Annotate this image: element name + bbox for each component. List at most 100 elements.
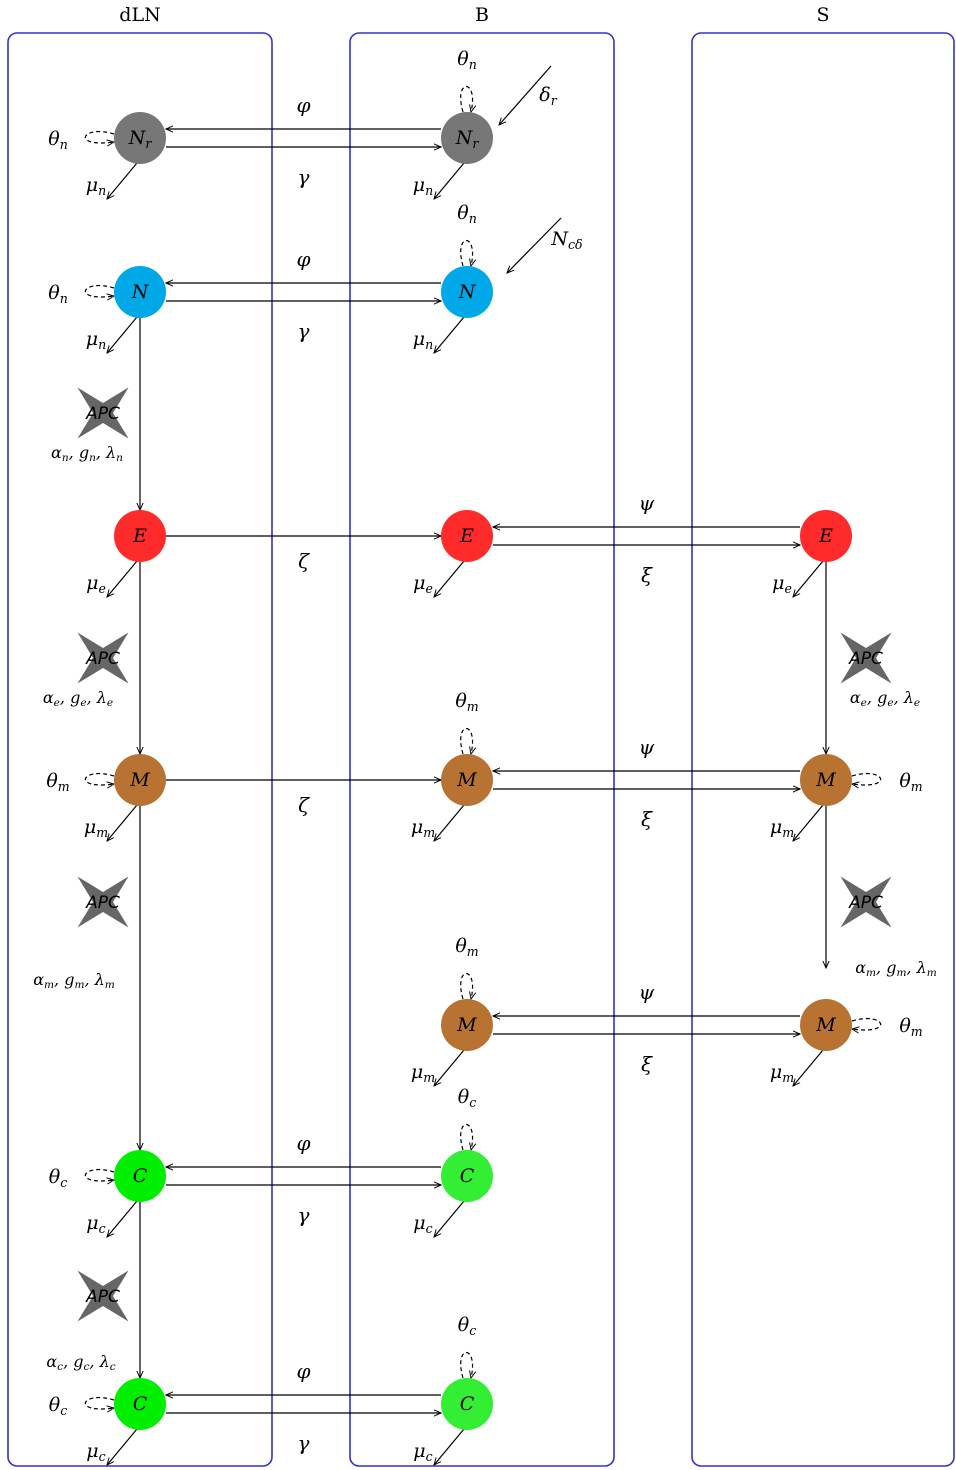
death-arrow-b-e (434, 560, 465, 597)
death-rate-label: μc (413, 1440, 432, 1464)
proliferation-rate-label: θc (458, 1314, 476, 1338)
cell-node-circle (800, 510, 852, 562)
death-rate-label: μe (772, 572, 792, 596)
apc-star-dln-m: APC (77, 876, 129, 928)
cell-node-label: C (460, 1165, 475, 1187)
compartment-frame-s (691, 32, 955, 1467)
death-rate-label: μe (86, 572, 106, 596)
cell-node-circle (800, 754, 852, 806)
proliferation-rate-label: θc (49, 1394, 67, 1418)
compartment-title-dln: dLN (119, 4, 160, 26)
cell-node-dln-m: M (114, 754, 166, 806)
apc-star-dln-n: APC (77, 387, 129, 439)
cell-node-dln-n: N (114, 266, 166, 318)
cell-node-dln-e: E (114, 510, 166, 562)
cell-node-label: Nr (455, 127, 480, 151)
cell-node-s-e: E (800, 510, 852, 562)
death-arrow-dln-c1 (107, 1200, 138, 1237)
rate-label-psi: ψ (639, 735, 655, 759)
cell-node-circle (114, 112, 166, 164)
proliferation-loop-b-nr (460, 85, 473, 113)
rate-label-gamma: γ (298, 319, 310, 343)
death-arrow-dln-n (107, 316, 138, 353)
proliferation-loop-b-c2 (460, 1351, 473, 1379)
cell-node-dln-c1: C (114, 1150, 166, 1202)
proliferation-loop-dln-c1 (84, 1168, 114, 1181)
cell-node-label: M (129, 769, 150, 791)
proliferation-loop-b-c1 (460, 1123, 473, 1151)
cell-node-circle (114, 510, 166, 562)
proliferation-rate-label: θc (458, 1086, 476, 1110)
cell-node-label: E (459, 525, 474, 547)
cell-node-b-e: E (441, 510, 493, 562)
cell-node-b-n: N (441, 266, 493, 318)
cell-node-label: M (815, 769, 836, 791)
apc-label: APC (85, 1287, 120, 1307)
apc-shape (840, 632, 892, 684)
death-rate-label: μc (86, 1212, 105, 1236)
cell-node-label: N (458, 281, 477, 303)
death-rate-label: μm (411, 816, 435, 840)
proliferation-loop-b-m2 (460, 972, 473, 1000)
death-rate-label: μm (770, 1061, 794, 1085)
cell-node-circle (441, 999, 493, 1051)
inflow-arrow-nc-delta (507, 217, 562, 273)
death-rate-label: μe (413, 572, 433, 596)
rate-label-xi: ξ (641, 1052, 653, 1076)
death-arrow-s-e (793, 560, 824, 597)
proliferation-loop-s-m1 (852, 772, 882, 785)
cell-node-b-c1: C (441, 1150, 493, 1202)
cell-node-label: M (456, 769, 477, 791)
apc-star-dln-e: APC (77, 632, 129, 684)
death-rate-label: μn (86, 174, 106, 198)
proliferation-loop-b-n (460, 239, 473, 267)
rate-label-phi: φ (296, 93, 310, 117)
death-arrow-b-m2 (434, 1049, 465, 1086)
proliferation-rate-label: θn (457, 48, 477, 72)
cell-node-label: E (132, 525, 147, 547)
compartment-title-s: S (816, 4, 829, 26)
rate-label-gamma: γ (298, 1431, 310, 1455)
cell-node-label: C (460, 1393, 475, 1415)
cell-node-circle (114, 266, 166, 318)
cell-node-b-nr: Nr (441, 112, 493, 164)
proliferation-loop-dln-nr (84, 130, 114, 143)
proliferation-rate-label: θm (455, 935, 478, 959)
cell-node-circle (114, 1150, 166, 1202)
cell-node-label: M (815, 1014, 836, 1036)
cell-node-label: C (133, 1165, 148, 1187)
apc-label: APC (848, 649, 883, 669)
proliferation-loop-s-m2 (852, 1017, 882, 1030)
cell-node-label: N (131, 281, 150, 303)
rate-label-psi: ψ (639, 980, 655, 1004)
proliferation-rate-label: θn (457, 202, 477, 226)
death-arrow-b-m1 (434, 804, 465, 841)
apc-star-s-e: APC (840, 632, 892, 684)
activation-rates-label: αn, gn, λn (51, 443, 123, 465)
death-rate-label: μn (86, 328, 106, 352)
death-arrow-b-n (434, 316, 465, 353)
proliferation-rate-label: θm (899, 770, 922, 794)
cell-node-label: E (818, 525, 833, 547)
proliferation-rate-label: θm (46, 770, 69, 794)
proliferation-rate-label: θm (455, 690, 478, 714)
apc-shape (77, 1270, 129, 1322)
activation-rates-label: αm, gm, λm (33, 970, 115, 992)
cell-node-circle (441, 112, 493, 164)
rate-label-psi: ψ (639, 491, 655, 515)
cell-node-b-m2: M (441, 999, 493, 1051)
rate-label-xi: ξ (641, 807, 653, 831)
death-rate-label: μm (84, 816, 108, 840)
death-arrow-b-c1 (434, 1200, 465, 1237)
activation-rates-label: αe, ge, λe (850, 688, 920, 710)
activation-rates-label: αm, gm, λm (855, 958, 937, 980)
rate-label-phi: φ (296, 247, 310, 271)
cell-node-circle (441, 754, 493, 806)
activation-rates-label: αe, ge, λe (43, 688, 113, 710)
cell-node-b-m1: M (441, 754, 493, 806)
death-rate-label: μc (413, 1212, 432, 1236)
rate-label-zeta: ζ (298, 793, 310, 817)
cell-node-circle (441, 1378, 493, 1430)
death-rate-label: μc (86, 1440, 105, 1464)
apc-shape (840, 876, 892, 928)
